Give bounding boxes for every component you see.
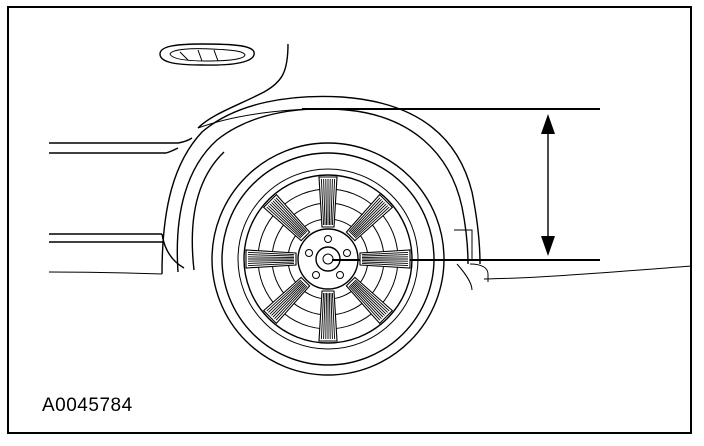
wheel-spoke [262,276,311,325]
wheel-spoke [345,193,394,242]
wheel-spokes [245,176,411,342]
wheel-spoke [318,176,338,228]
wheel-spoke [262,193,311,242]
measurement-lines [302,108,600,261]
wheel-spoke [359,249,411,269]
lug-nuts [305,235,351,279]
ride-height-diagram [48,43,693,376]
figure-frame: A0045784 [7,6,693,434]
wheel-spoke [345,276,394,325]
body-seam [197,43,289,129]
body-side-lines [48,137,693,282]
door-handle-icon [159,43,255,66]
double-arrow-icon [541,114,555,256]
figure-id-label: A0045784 [42,395,133,416]
wheel-spoke [245,249,297,269]
wheel-icon [211,142,445,376]
wheel-arch [161,95,481,291]
wheel-spoke [318,290,338,342]
